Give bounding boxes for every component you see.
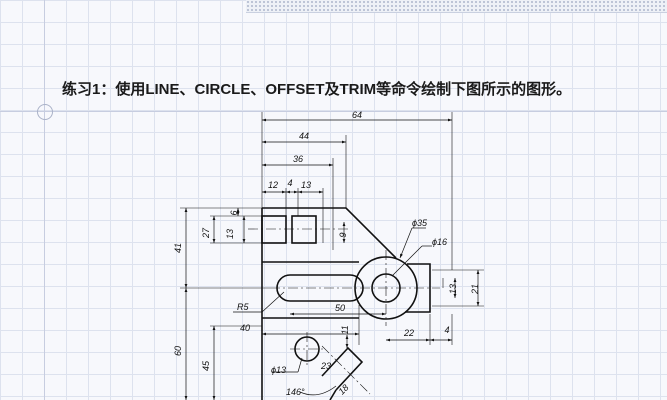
slide-guide-line-vertical bbox=[44, 0, 45, 400]
dim-60: 60 bbox=[173, 346, 183, 356]
dim-6: 6 bbox=[229, 210, 239, 215]
guide-crosshair-marker bbox=[37, 104, 53, 120]
dim-r5: R5 bbox=[237, 302, 249, 312]
dim-11: 11 bbox=[340, 325, 350, 334]
outline-right-lug bbox=[405, 263, 431, 313]
dim-27: 27 bbox=[201, 227, 211, 239]
dim-44: 44 bbox=[299, 131, 309, 141]
exercise-title: 练习1：使用LINE、CIRCLE、OFFSET及TRIM等命令绘制下图所示的图… bbox=[62, 81, 572, 98]
dim-40: 40 bbox=[240, 323, 250, 333]
dim-9: 9 bbox=[338, 232, 348, 237]
slide-header-band bbox=[246, 0, 667, 13]
dim-50: 50 bbox=[335, 303, 345, 313]
dim-22: 22 bbox=[403, 328, 414, 338]
dim-angle-146: 146° bbox=[286, 387, 305, 397]
dimension-lines bbox=[184, 118, 480, 400]
dim-18: 18 bbox=[336, 382, 350, 396]
rect-hole-right bbox=[291, 215, 317, 244]
leader-lines bbox=[233, 227, 432, 396]
extension-lines bbox=[180, 112, 484, 345]
dim-phi35: ϕ35 bbox=[412, 218, 428, 228]
dim-phi13: ϕ13 bbox=[271, 365, 286, 375]
dim-23: 23 bbox=[320, 361, 331, 371]
dim-36: 36 bbox=[293, 154, 303, 164]
slide-guide-line-horizontal bbox=[0, 111, 667, 112]
inclined-slot-tail bbox=[329, 389, 337, 400]
dim-12: 12 bbox=[268, 180, 278, 190]
dim-64: 64 bbox=[352, 110, 362, 120]
dim-41: 41 bbox=[173, 243, 183, 253]
dim-13-left: 13 bbox=[225, 229, 235, 239]
dimension-texts: 64 44 36 12 4 13 6 27 13 9 41 ϕ35 ϕ16 13… bbox=[173, 110, 480, 397]
rect-hole-left bbox=[261, 215, 287, 244]
slot-r5 bbox=[276, 274, 364, 302]
dim-13-top: 13 bbox=[301, 180, 311, 190]
dim-phi16: ϕ16 bbox=[432, 237, 447, 247]
dim-4-right: 4 bbox=[444, 325, 449, 335]
dim-21: 21 bbox=[470, 284, 480, 295]
dim-13-right: 13 bbox=[448, 284, 458, 294]
dim-4-top: 4 bbox=[287, 178, 292, 188]
inclined-slot bbox=[321, 346, 364, 391]
dim-45: 45 bbox=[201, 360, 211, 371]
